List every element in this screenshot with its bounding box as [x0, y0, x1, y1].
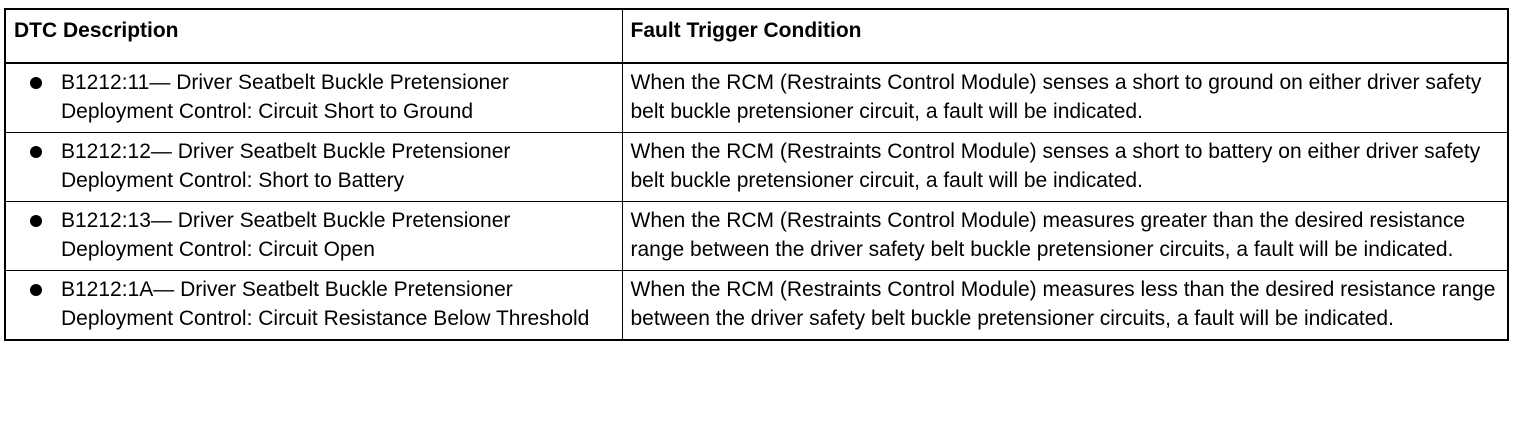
dtc-description-cell: B1212:12— Driver Seatbelt Buckle Pretens…: [4, 132, 623, 202]
dtc-description: B1212:13— Driver Seatbelt Buckle Pretens…: [61, 209, 511, 261]
bullet-icon: [30, 77, 42, 89]
dtc-description: B1212:12— Driver Seatbelt Buckle Pretens…: [61, 140, 511, 192]
bullet-icon: [30, 215, 42, 227]
bullet-icon: [30, 146, 42, 158]
fault-trigger-condition: When the RCM (Restraints Control Module)…: [621, 132, 1509, 202]
fault-trigger-condition: When the RCM (Restraints Control Module)…: [621, 62, 1509, 133]
dtc-description-cell: B1212:13— Driver Seatbelt Buckle Pretens…: [4, 201, 623, 271]
table-row: B1212:11— Driver Seatbelt Buckle Pretens…: [4, 62, 1509, 133]
dtc-description: B1212:1A— Driver Seatbelt Buckle Pretens…: [61, 278, 590, 330]
table-header: DTC Description Fault Trigger Condition: [4, 8, 1509, 64]
table-row: B1212:1A— Driver Seatbelt Buckle Pretens…: [4, 270, 1509, 341]
table-row: B1212:12— Driver Seatbelt Buckle Pretens…: [4, 132, 1509, 202]
header-row: DTC Description Fault Trigger Condition: [4, 8, 1509, 64]
header-dtc-description: DTC Description: [4, 8, 623, 64]
dtc-description-cell: B1212:1A— Driver Seatbelt Buckle Pretens…: [4, 270, 623, 341]
table-row: B1212:13— Driver Seatbelt Buckle Pretens…: [4, 201, 1509, 271]
bullet-icon: [30, 284, 42, 296]
fault-trigger-condition: When the RCM (Restraints Control Module)…: [621, 270, 1509, 341]
dtc-description: B1212:11— Driver Seatbelt Buckle Pretens…: [61, 71, 509, 123]
dtc-description-cell: B1212:11— Driver Seatbelt Buckle Pretens…: [4, 62, 623, 133]
header-fault-trigger-condition: Fault Trigger Condition: [621, 8, 1509, 64]
fault-trigger-condition: When the RCM (Restraints Control Module)…: [621, 201, 1509, 271]
dtc-table: DTC Description Fault Trigger Condition …: [4, 8, 1509, 341]
table-body: B1212:11— Driver Seatbelt Buckle Pretens…: [4, 62, 1509, 341]
